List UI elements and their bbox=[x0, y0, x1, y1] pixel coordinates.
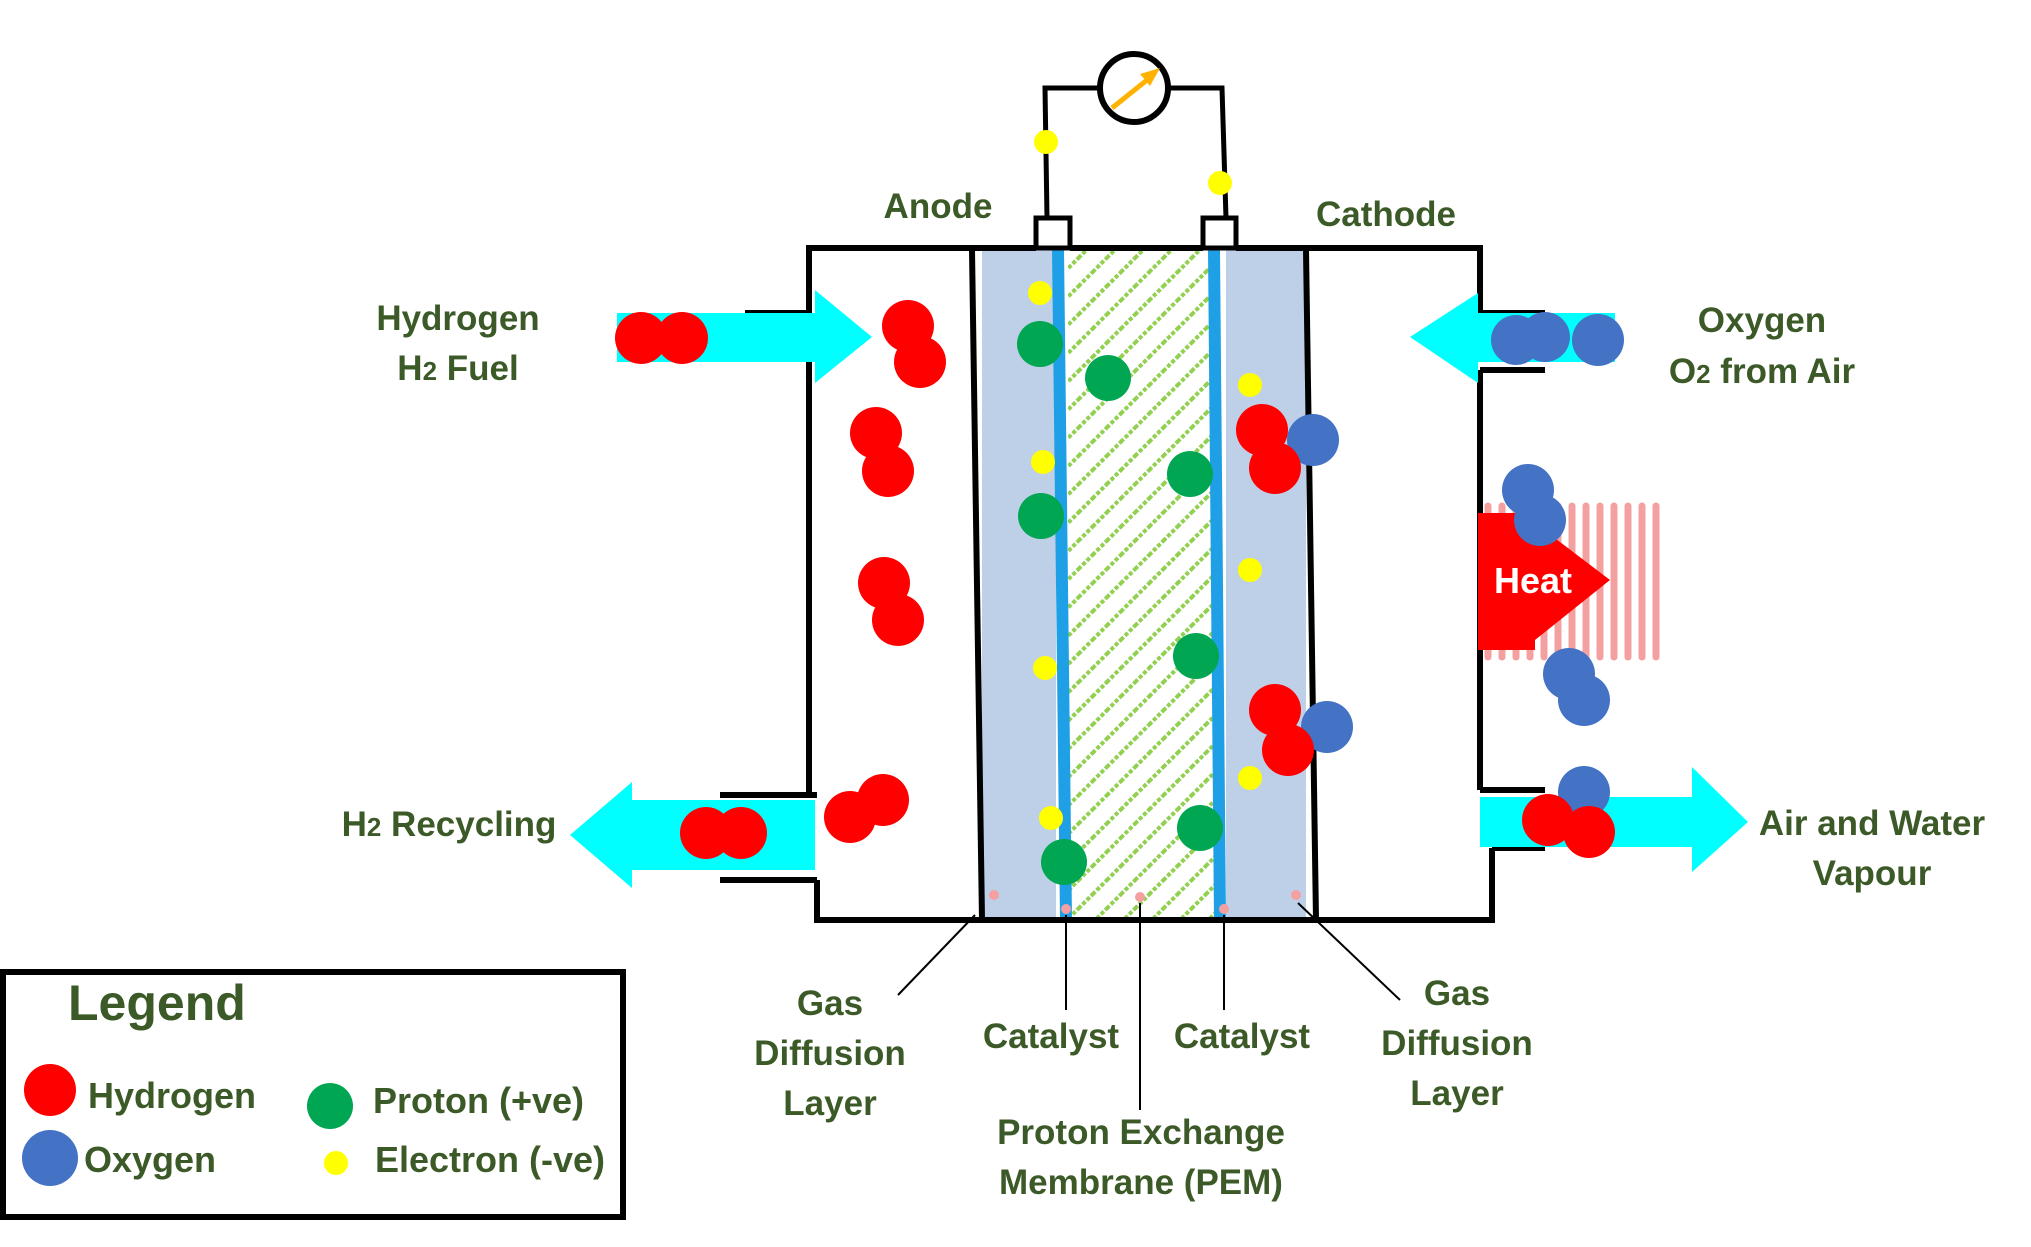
proton bbox=[1177, 805, 1223, 851]
electron bbox=[1034, 130, 1058, 154]
gdl-right-label-line2: Diffusion bbox=[1381, 1024, 1533, 1063]
oxygen-atom bbox=[1301, 701, 1353, 753]
cathode-electrode-edge bbox=[1303, 249, 1319, 921]
electron bbox=[1033, 656, 1057, 680]
hydrogen-atom bbox=[824, 791, 876, 843]
electron bbox=[1208, 171, 1232, 195]
electron bbox=[1238, 558, 1262, 582]
anode-electrode-edge bbox=[969, 249, 985, 921]
pointer-dot bbox=[1291, 890, 1301, 900]
pointer-dot bbox=[1061, 904, 1071, 914]
electron bbox=[1028, 281, 1052, 305]
oxygen-atom bbox=[1572, 314, 1624, 366]
air-water-outlet-arrow bbox=[1480, 767, 1748, 872]
legend-hydrogen-marker bbox=[24, 1064, 76, 1116]
recycling-label: H2 Recycling bbox=[342, 805, 557, 844]
hydrogen-atom bbox=[1262, 724, 1314, 776]
catalyst-layer-anode bbox=[1052, 250, 1072, 920]
hydrogen-inlet-label-line2: H2 Fuel bbox=[397, 349, 518, 388]
external-circuit bbox=[1033, 51, 1239, 251]
hydrogen-atom bbox=[894, 336, 946, 388]
pointer-gdl-left bbox=[897, 914, 976, 996]
legend-title: Legend bbox=[68, 975, 246, 1031]
oxygen-atom bbox=[1520, 312, 1570, 362]
pem-label-line1: Proton Exchange bbox=[997, 1113, 1285, 1152]
oxygen-atom bbox=[1558, 766, 1610, 818]
legend-oxygen-label: Oxygen bbox=[84, 1139, 216, 1180]
oxygen-inlet-label-line1: Oxygen bbox=[1698, 301, 1826, 340]
catalyst-left-label: Catalyst bbox=[983, 1017, 1120, 1056]
hydrogen-atom bbox=[656, 312, 708, 364]
proton bbox=[1167, 451, 1213, 497]
legend: Legend Hydrogen Oxygen Proton (+ve) Elec… bbox=[0, 969, 626, 1220]
oxygen-atom bbox=[1514, 494, 1566, 546]
particles bbox=[615, 130, 1624, 885]
anode-chamber-outline bbox=[806, 245, 1483, 313]
hydrogen-atom bbox=[1563, 806, 1615, 858]
ammeter-gauge-icon bbox=[1097, 51, 1171, 125]
outlet-label-line2: Vapour bbox=[1813, 854, 1932, 893]
gdl-right-label-line1: Gas bbox=[1424, 974, 1490, 1013]
hydrogen-atom bbox=[615, 312, 667, 364]
catalyst-layer-cathode bbox=[1208, 250, 1226, 920]
hydrogen-atom bbox=[872, 594, 924, 646]
gdl-left-label-line3: Layer bbox=[783, 1084, 877, 1123]
heat-arrow bbox=[1478, 513, 1610, 650]
legend-hydrogen-label: Hydrogen bbox=[88, 1075, 256, 1116]
gdl-right-label-line3: Layer bbox=[1410, 1074, 1504, 1113]
layer-pointer-lines bbox=[897, 890, 1401, 1110]
proton bbox=[1041, 839, 1087, 885]
outlet-port bbox=[1480, 787, 1545, 851]
outlet-label-line1: Air and Water bbox=[1759, 804, 1986, 843]
legend-electron-label: Electron (-ve) bbox=[375, 1139, 605, 1180]
legend-proton-label: Proton (+ve) bbox=[373, 1080, 584, 1121]
pointer-gdl-right bbox=[1297, 902, 1401, 1001]
proton bbox=[1085, 355, 1131, 401]
hydrogen-atom bbox=[1522, 794, 1574, 846]
heat-output: Heat bbox=[1478, 502, 1660, 661]
oxygen-inlet-label-line2: O2 from Air bbox=[1669, 352, 1856, 391]
hydrogen-inlet-label-line1: Hydrogen bbox=[376, 299, 539, 338]
pointer-dot bbox=[1219, 904, 1229, 914]
pem-label-line2: Membrane (PEM) bbox=[999, 1163, 1283, 1202]
hydrogen-atom bbox=[1249, 442, 1301, 494]
anode-wire bbox=[1042, 85, 1100, 219]
pointer-dot bbox=[1135, 892, 1145, 902]
proton bbox=[1018, 493, 1064, 539]
recycling-outlet-port bbox=[720, 792, 817, 883]
anode-terminal bbox=[1033, 215, 1073, 251]
gas-diffusion-layer-cathode bbox=[1226, 250, 1306, 920]
legend-oxygen-marker bbox=[22, 1130, 78, 1186]
electron bbox=[1031, 450, 1055, 474]
legend-proton-marker bbox=[307, 1083, 353, 1129]
oxygen-atom bbox=[1558, 674, 1610, 726]
hydrogen-atom bbox=[715, 807, 767, 859]
legend-electron-marker bbox=[324, 1151, 348, 1175]
cathode-terminal bbox=[1200, 215, 1239, 251]
oxygen-atom bbox=[1287, 414, 1339, 466]
heat-label: Heat bbox=[1494, 560, 1572, 601]
proton bbox=[1017, 321, 1063, 367]
hydrogen-atom bbox=[1249, 684, 1301, 736]
gdl-left-label-line2: Diffusion bbox=[754, 1034, 906, 1073]
electron bbox=[1238, 373, 1262, 397]
cathode-label: Cathode bbox=[1316, 195, 1456, 234]
electron bbox=[1238, 766, 1262, 790]
gdl-left-label-line1: Gas bbox=[797, 984, 863, 1023]
hydrogen-atom bbox=[862, 445, 914, 497]
catalyst-right-label: Catalyst bbox=[1174, 1017, 1311, 1056]
electron bbox=[1039, 806, 1063, 830]
proton bbox=[1173, 633, 1219, 679]
pointer-dot bbox=[989, 890, 999, 900]
anode-label: Anode bbox=[884, 187, 993, 226]
cathode-wire bbox=[1170, 85, 1229, 219]
